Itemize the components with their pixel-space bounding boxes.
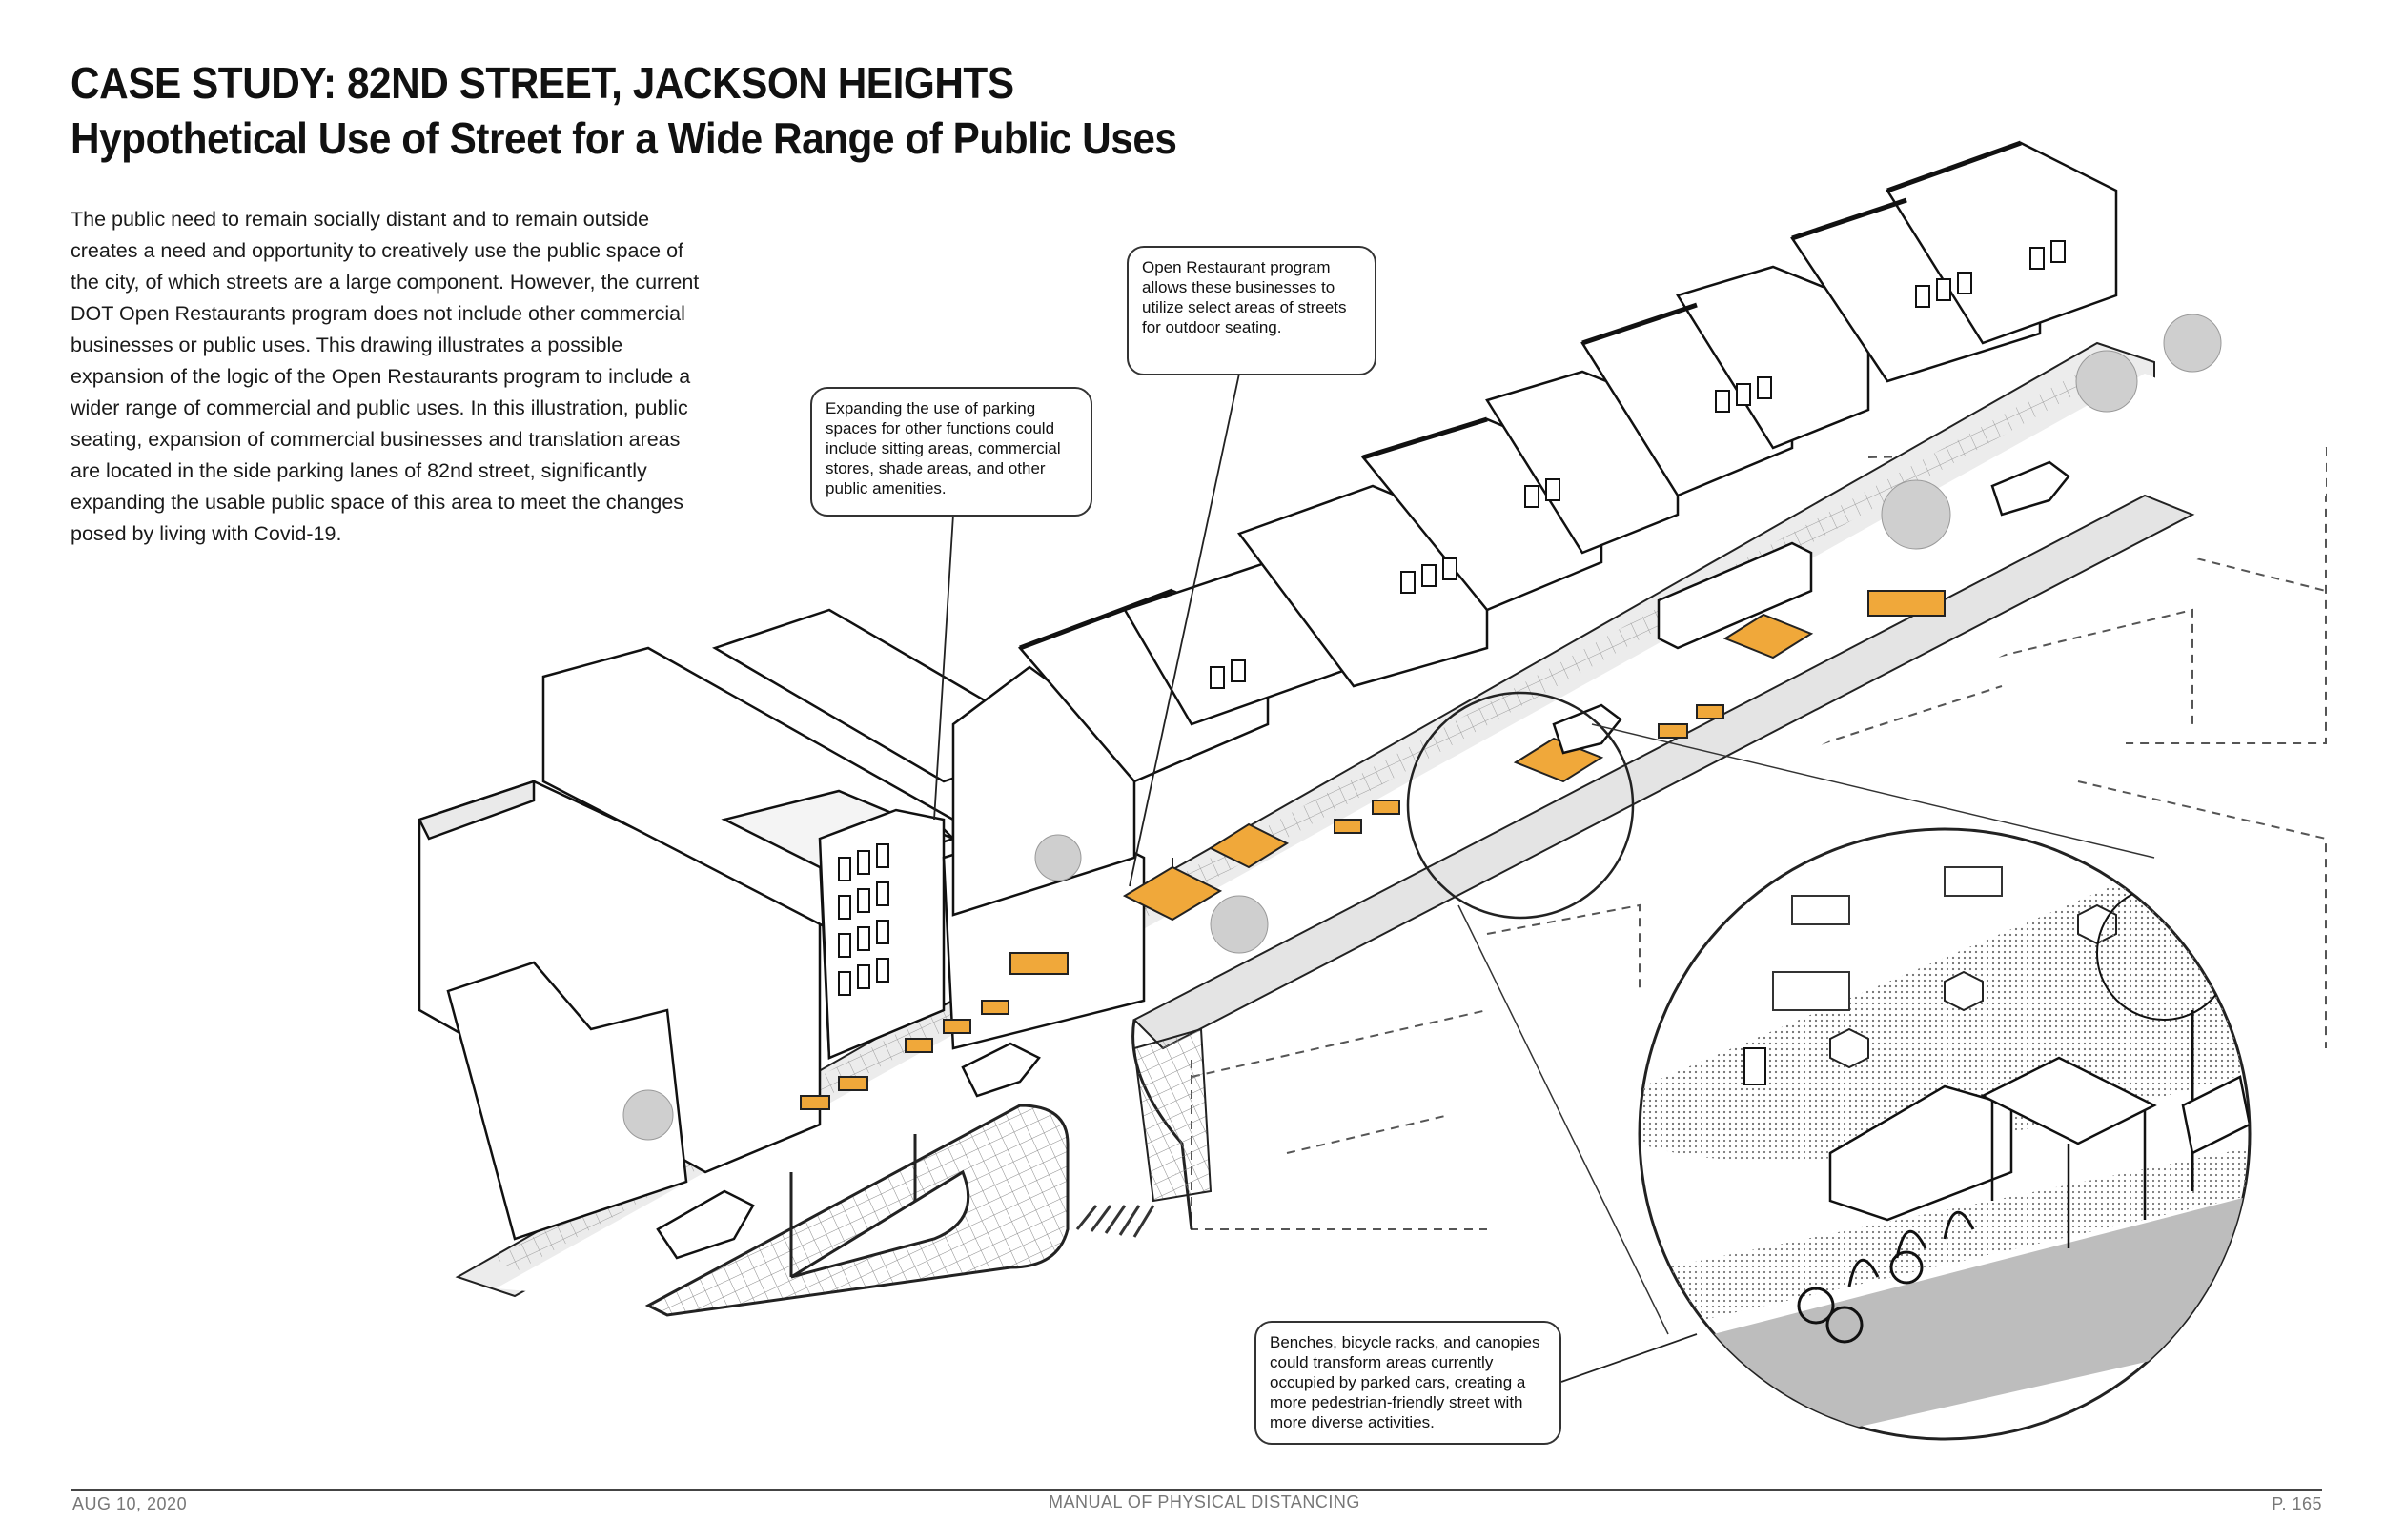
footer-page-number: P. 165 xyxy=(2272,1494,2322,1513)
page-subtitle: Hypothetical Use of Street for a Wide Ra… xyxy=(71,113,1177,163)
detail-locator-circle xyxy=(1406,691,1635,920)
zoom-detail xyxy=(1638,827,2252,1441)
zoom-connector-bottom xyxy=(1458,904,1669,1335)
callout-open-restaurant: Open Restaurant program allows these bus… xyxy=(1127,246,1376,375)
callout-benches: Benches, bicycle racks, and canopies cou… xyxy=(1254,1321,1561,1445)
callout-parking-spaces-text: Expanding the use of parking spaces for … xyxy=(826,399,1061,497)
trees xyxy=(622,314,2222,1141)
footer-divider xyxy=(71,1489,2322,1491)
footer-date: AUG 10, 2020 xyxy=(72,1494,188,1513)
orange-canopies-seating xyxy=(800,590,1946,1110)
vehicles xyxy=(656,460,2070,1260)
intro-text: The public need to remain socially dista… xyxy=(71,208,700,545)
page-title: CASE STUDY: 82ND STREET, JACKSON HEIGHTS xyxy=(71,58,1014,108)
crosswalk xyxy=(1075,1205,1155,1238)
callout-open-restaurant-text: Open Restaurant program allows these bus… xyxy=(1142,258,1347,336)
callout-benches-text: Benches, bicycle racks, and canopies cou… xyxy=(1270,1333,1540,1431)
building-windows xyxy=(838,240,2066,996)
intro-paragraph: The public need to remain socially dista… xyxy=(71,204,709,550)
footer-manual-title: MANUAL OF PHYSICAL DISTANCING xyxy=(1049,1492,1360,1511)
callout-parking-spaces: Expanding the use of parking spaces for … xyxy=(810,387,1092,517)
callout-leaders xyxy=(933,373,1698,1383)
zoom-connector-top xyxy=(1591,723,2155,859)
triangle-plaza xyxy=(644,1104,1070,1317)
